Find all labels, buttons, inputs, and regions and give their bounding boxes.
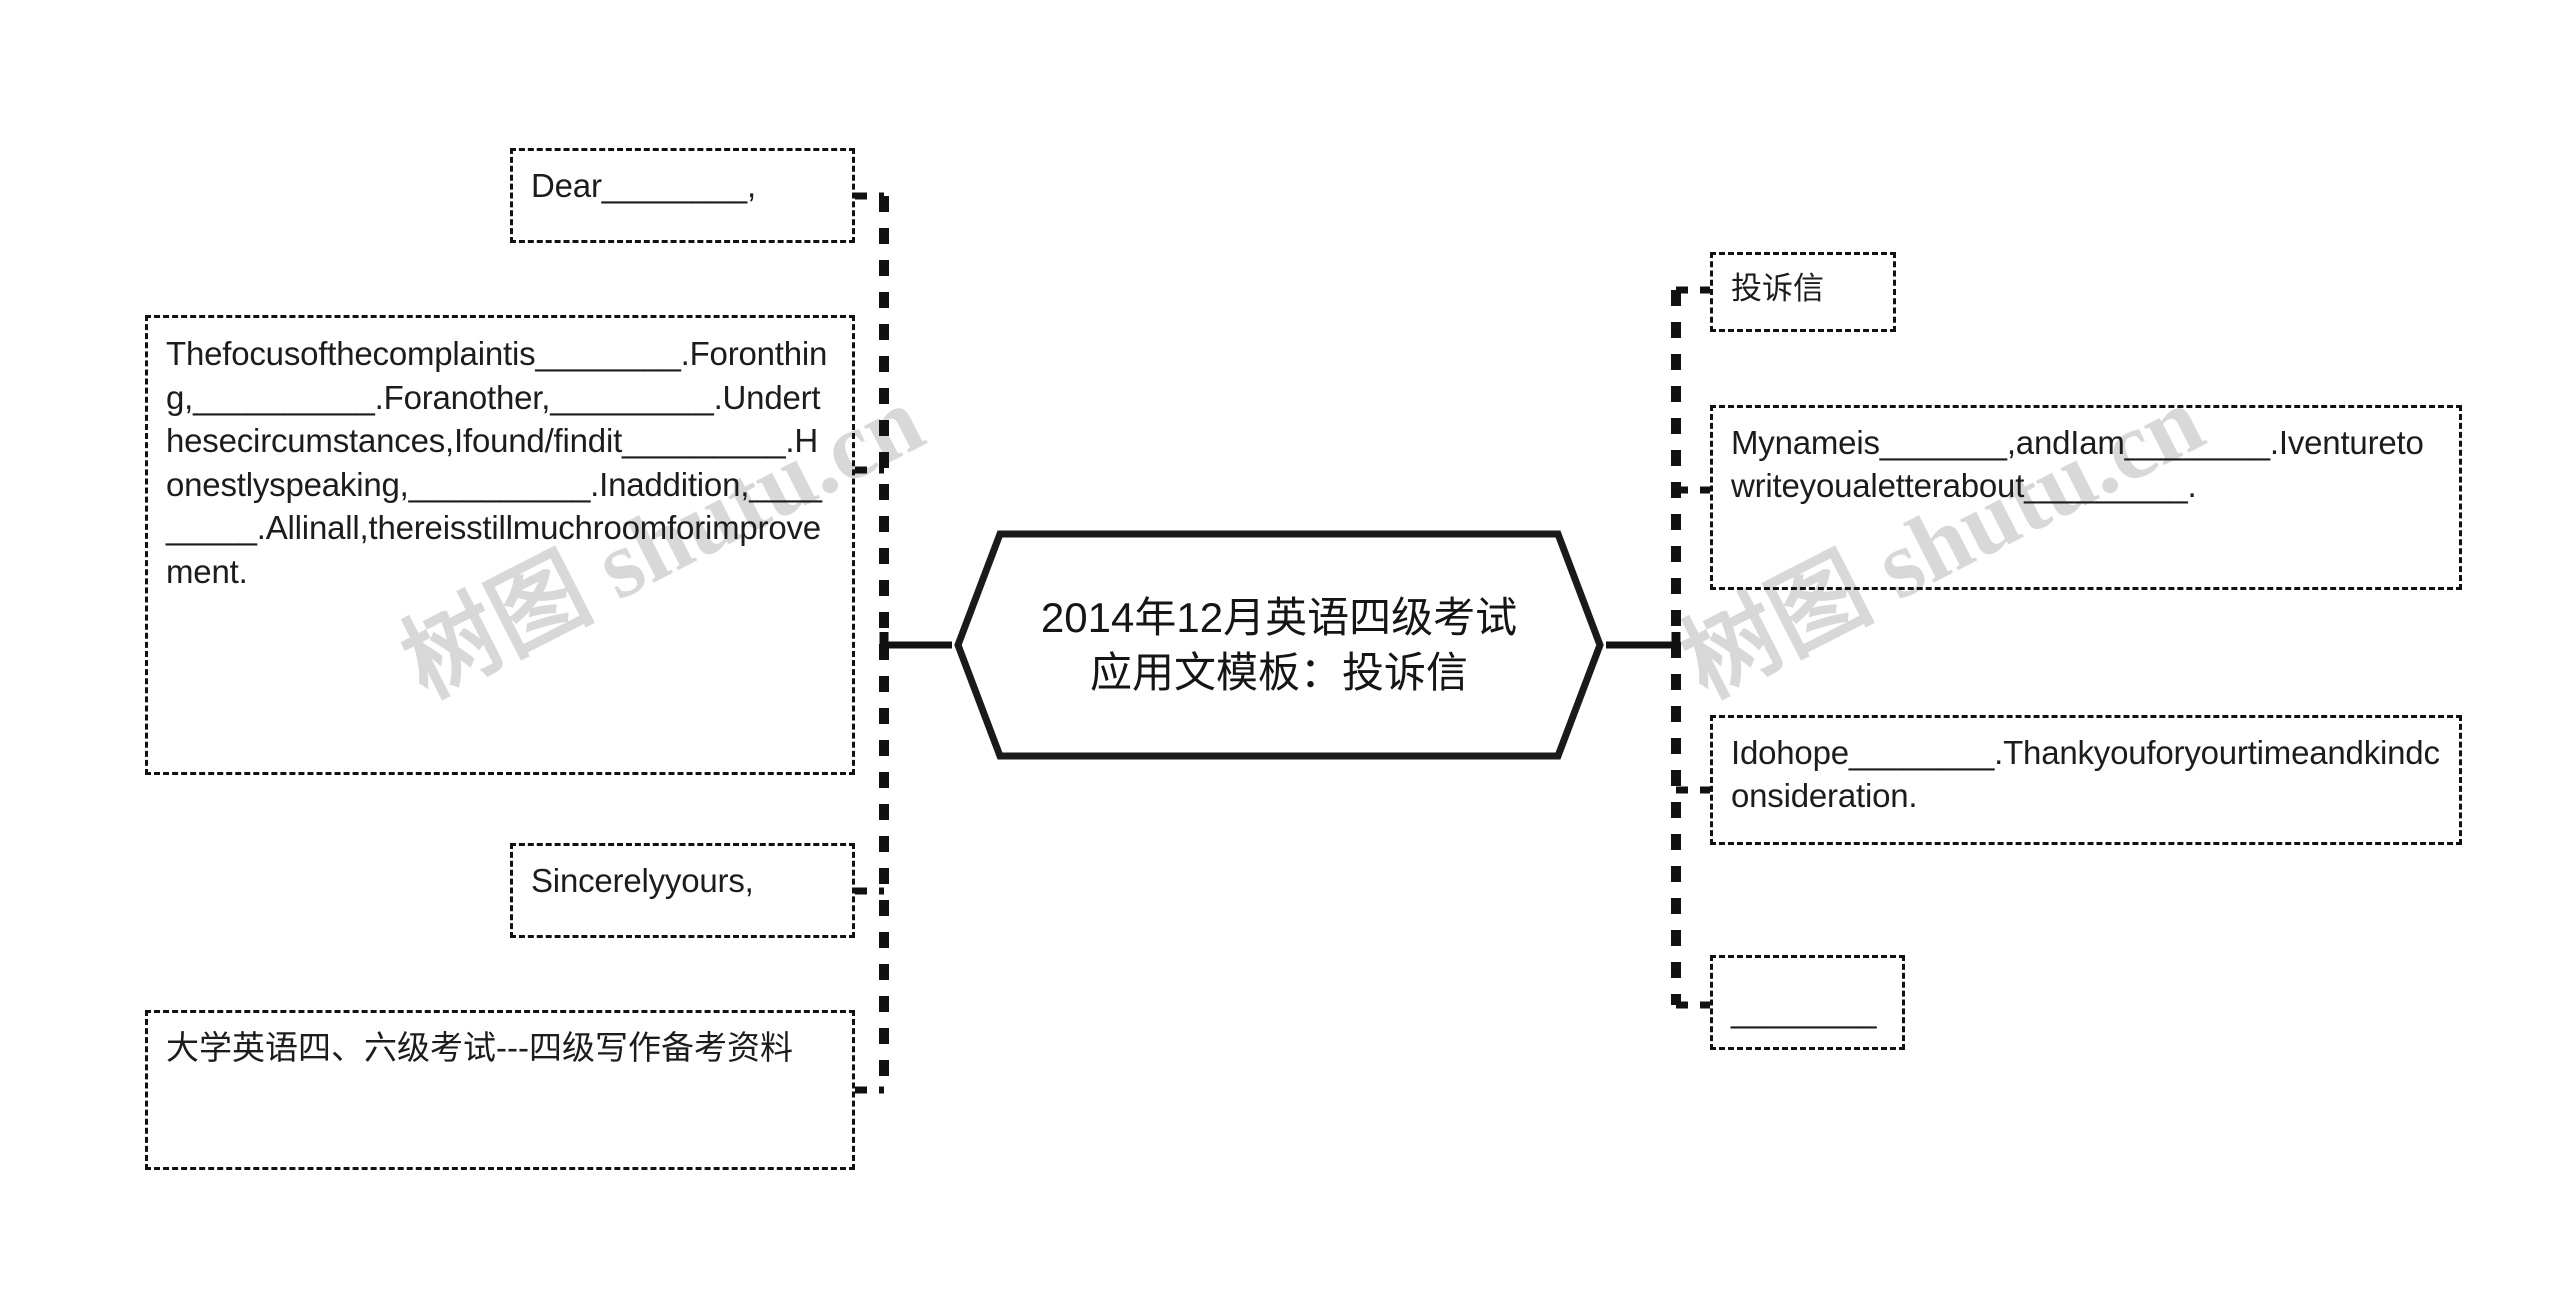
center-node-text: 2014年12月英语四级考试 应用文模板：投诉信	[987, 590, 1571, 701]
node-closing-text: Sincerelyyours,	[531, 862, 754, 899]
node-body-paragraph-text: Thefocusofthecomplaintis________.Foronth…	[166, 335, 828, 590]
node-salutation-text: Dear________,	[531, 167, 756, 204]
node-hope-thanks-text: Idohope________.Thankyouforyourtimeandki…	[1731, 734, 2440, 814]
node-hope-thanks[interactable]: Idohope________.Thankyouforyourtimeandki…	[1710, 715, 2462, 845]
node-opening-text: Mynameis_______,andIam________.Iventuret…	[1731, 424, 2424, 504]
node-opening[interactable]: Mynameis_______,andIam________.Iventuret…	[1710, 405, 2462, 590]
center-title-line-2: 应用文模板：投诉信	[1089, 649, 1468, 696]
center-node[interactable]: 2014年12月英语四级考试 应用文模板：投诉信	[952, 528, 1606, 762]
node-blank[interactable]: ________	[1710, 955, 1905, 1050]
node-source-note-text: 大学英语四、六级考试---四级写作备考资料	[166, 1029, 793, 1066]
center-node-shape	[954, 530, 1604, 760]
node-title-label-text: 投诉信	[1731, 271, 1824, 306]
node-blank-text: ________	[1731, 992, 1877, 1029]
node-source-note[interactable]: 大学英语四、六级考试---四级写作备考资料	[145, 1010, 855, 1170]
node-body-paragraph[interactable]: Thefocusofthecomplaintis________.Foronth…	[145, 315, 855, 775]
node-salutation[interactable]: Dear________,	[510, 148, 855, 243]
node-closing[interactable]: Sincerelyyours,	[510, 843, 855, 938]
node-title-label[interactable]: 投诉信	[1710, 252, 1896, 332]
center-title-line-1: 2014年12月英语四级考试	[1040, 593, 1518, 641]
